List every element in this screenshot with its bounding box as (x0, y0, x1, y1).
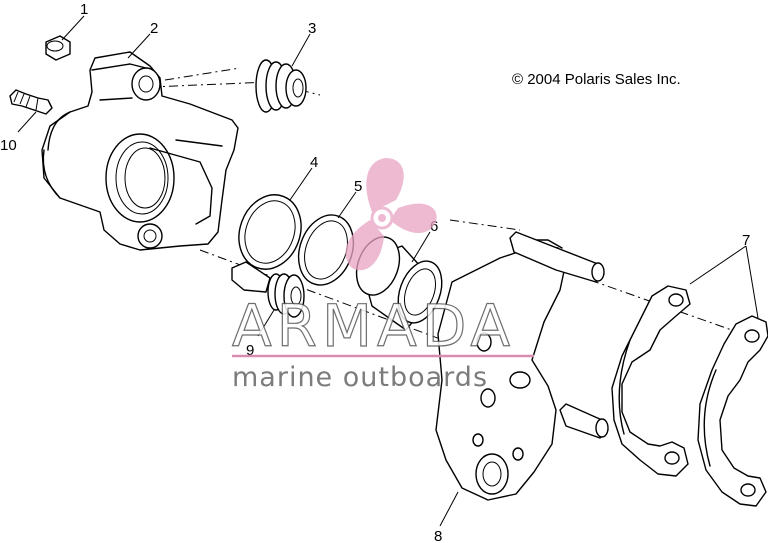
callout-5: 5 (354, 178, 362, 195)
armada-watermark: ARMADA marine outboards (231, 158, 534, 393)
callout-4: 4 (310, 154, 318, 171)
brake-pads-part (611, 285, 768, 507)
copyright-text: © 2004 Polaris Sales Inc. (512, 71, 681, 88)
callout-9: 9 (246, 342, 254, 359)
watermark-brand: ARMADA (232, 292, 515, 360)
callout-8: 8 (434, 528, 442, 543)
mounting-bracket-part (435, 231, 609, 501)
dust-seal-part (297, 214, 355, 286)
leader-lines (17, 15, 759, 527)
callout-1: 1 (80, 1, 88, 18)
pin-boot-part (255, 59, 307, 113)
callout-10: 10 (0, 137, 17, 154)
callout-6: 6 (430, 218, 438, 235)
callout-numbers: 1 2 3 4 5 6 7 8 9 10 (0, 1, 750, 543)
pin-boot-lower-part (231, 261, 305, 318)
seal-ring-part (238, 194, 302, 270)
bleeder-cap-part (45, 35, 71, 61)
propeller-logo-icon (345, 158, 437, 271)
bleeder-screw-part (9, 89, 53, 115)
callout-2: 2 (150, 20, 158, 37)
callout-7: 7 (742, 232, 750, 249)
callout-3: 3 (308, 20, 316, 37)
caliper-body-part (41, 51, 239, 251)
watermark-tagline: marine outboards (232, 362, 488, 393)
